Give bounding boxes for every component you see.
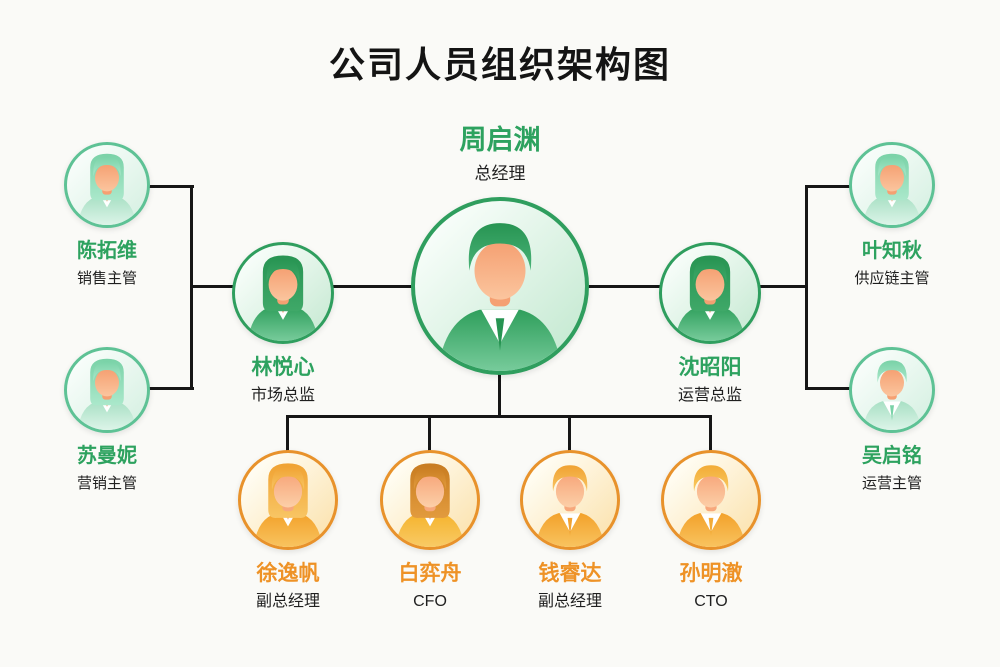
person-name: 白弈舟 <box>398 562 462 585</box>
connector-line <box>286 415 289 453</box>
person-labels: 周启渊总经理 <box>460 124 541 185</box>
person-avatar-icon <box>64 347 150 433</box>
person-name: 叶知秋 <box>861 240 922 262</box>
person-labels: 林悦心市场总监 <box>251 355 315 407</box>
person-role: 运营总监 <box>677 387 742 405</box>
person-avatar-icon <box>659 242 761 344</box>
connector-line <box>805 185 808 390</box>
person-role: 销售主管 <box>76 270 137 287</box>
person-role: 副总经理 <box>537 593 602 611</box>
org-node-exec-4: 孙明澈 CTO <box>621 450 801 613</box>
person-avatar-icon <box>238 450 338 550</box>
person-role: 供应链主管 <box>854 270 930 287</box>
person-name: 周启渊 <box>459 125 541 155</box>
connector-line <box>586 285 662 288</box>
connector-line <box>759 285 808 288</box>
person-role: CFO <box>413 593 447 611</box>
person-avatar-icon <box>380 450 480 550</box>
connector-line <box>806 185 854 188</box>
connector-line <box>428 415 431 453</box>
connector-line <box>806 387 854 390</box>
person-labels: 徐逸帆副总经理 <box>256 561 320 613</box>
connector-line <box>191 285 235 288</box>
org-node-supervisor-bottom-left: 苏曼妮营销主管 <box>17 347 197 494</box>
org-node-supervisor-bottom-right: 吴启铭运营主管 <box>802 347 982 494</box>
person-avatar-icon <box>849 347 935 433</box>
person-role: 市场总监 <box>250 387 315 405</box>
org-node-exec-1: 徐逸帆副总经理 <box>198 450 378 613</box>
connector-line <box>287 415 712 418</box>
person-role: 营销主管 <box>76 475 137 492</box>
connector-line <box>145 387 194 390</box>
person-avatar-icon <box>232 242 334 344</box>
connector-line <box>709 415 712 453</box>
page-title: 公司人员组织架构图 <box>328 44 671 85</box>
person-labels: 沈昭阳运营总监 <box>678 355 742 407</box>
connector-line <box>332 285 414 288</box>
person-name: 沈昭阳 <box>678 356 742 379</box>
person-labels: 陈拓维销售主管 <box>77 239 137 289</box>
person-role: 副总经理 <box>255 593 320 611</box>
connector-line <box>498 370 501 418</box>
person-labels: 白弈舟 CFO <box>399 561 462 613</box>
person-avatar-icon <box>64 142 150 228</box>
org-node-exec-2: 白弈舟 CFO <box>340 450 520 613</box>
person-role: 总经理 <box>474 163 526 183</box>
org-node-ceo: 周启渊总经理 <box>410 124 590 375</box>
person-labels: 苏曼妮营销主管 <box>77 444 137 494</box>
org-node-supervisor-top-left: 陈拓维销售主管 <box>17 142 197 289</box>
person-avatar-icon <box>661 450 761 550</box>
connector-line <box>568 415 571 453</box>
person-labels: 叶知秋供应链主管 <box>854 239 929 289</box>
person-name: 苏曼妮 <box>76 445 137 467</box>
person-name: 钱睿达 <box>538 562 602 585</box>
person-name: 徐逸帆 <box>256 562 320 585</box>
person-name: 林悦心 <box>251 356 315 379</box>
org-node-supervisor-top-right: 叶知秋供应链主管 <box>802 142 982 289</box>
person-avatar-icon <box>411 196 589 375</box>
org-node-director-left: 林悦心市场总监 <box>193 242 373 407</box>
org-node-exec-3: 钱睿达副总经理 <box>480 450 660 613</box>
person-name: 孙明澈 <box>679 562 743 585</box>
person-name: 吴启铭 <box>861 445 922 467</box>
person-labels: 钱睿达副总经理 <box>538 561 602 613</box>
person-role: CTO <box>694 593 728 611</box>
person-labels: 孙明澈 CTO <box>680 561 743 613</box>
connector-line <box>145 185 194 188</box>
person-name: 陈拓维 <box>76 240 137 262</box>
person-avatar-icon <box>520 450 620 550</box>
person-avatar-icon <box>849 142 935 228</box>
person-role: 运营主管 <box>861 475 922 492</box>
person-labels: 吴启铭运营主管 <box>862 444 922 494</box>
org-node-director-right: 沈昭阳运营总监 <box>620 242 800 407</box>
